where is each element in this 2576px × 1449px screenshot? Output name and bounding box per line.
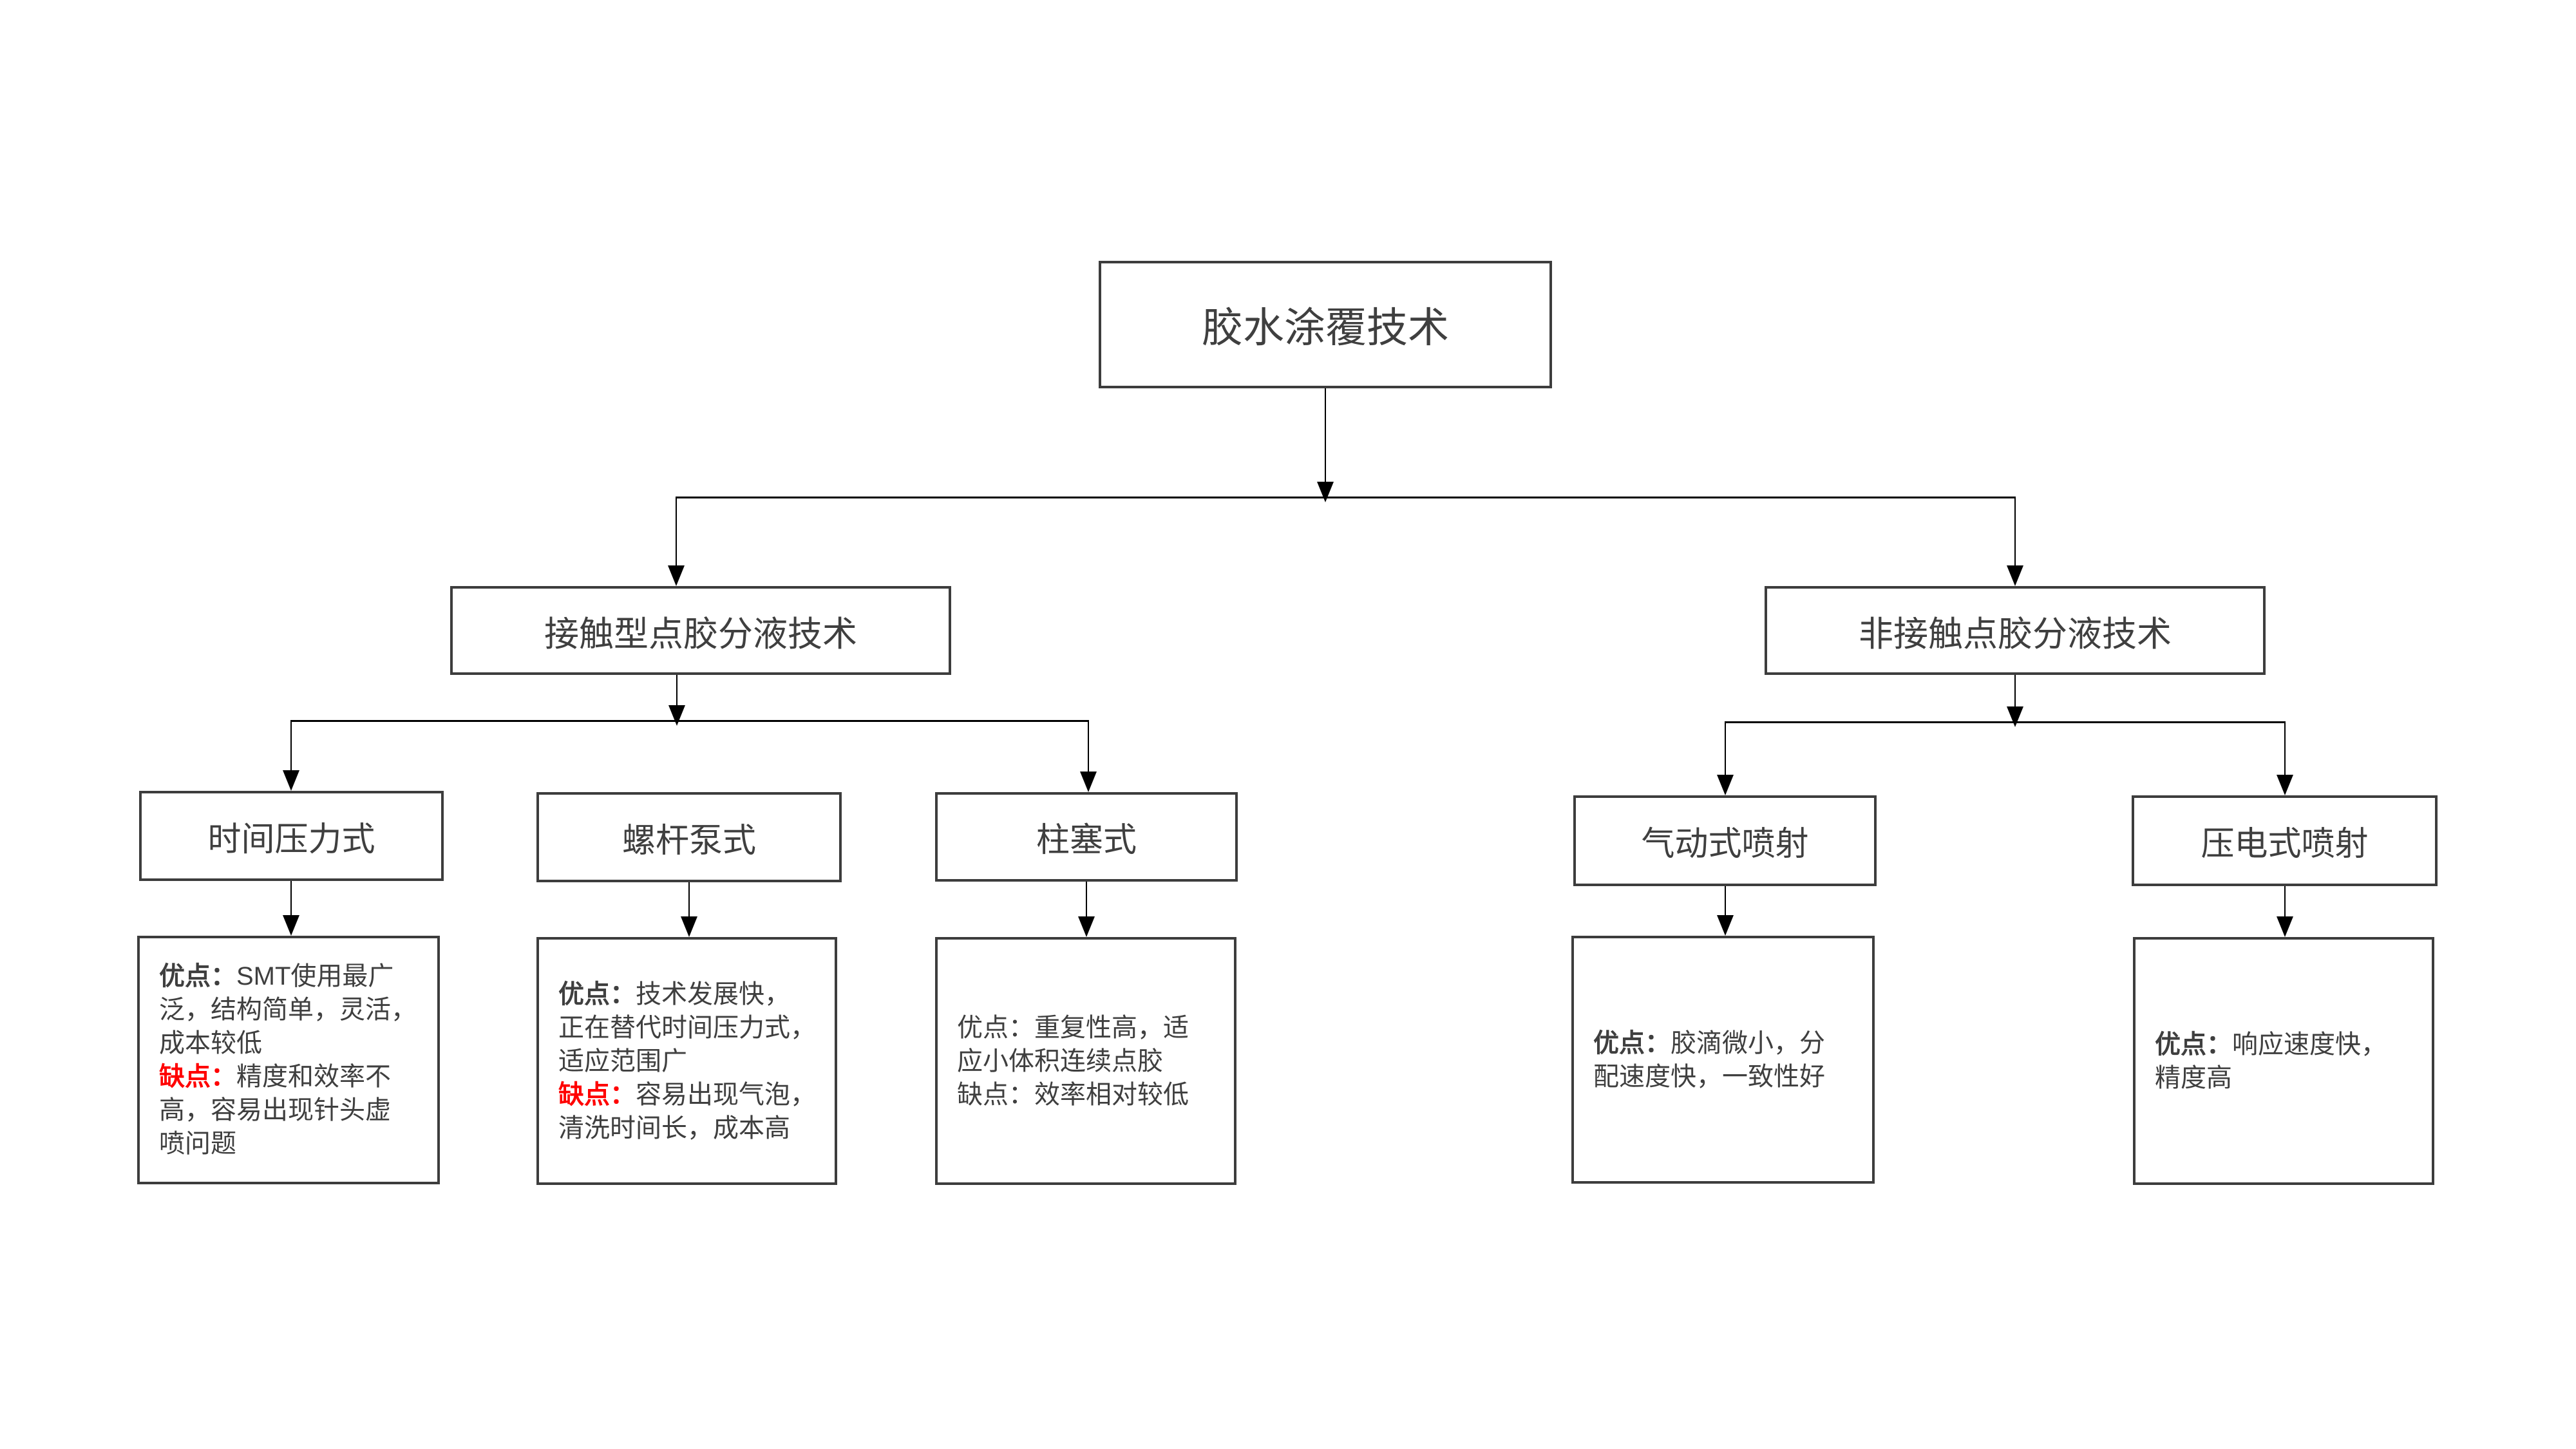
advantages-text: SMT使用最广 泛，结构简单，灵活， 成本较低 [159, 962, 417, 1057]
disadvantages-label: 缺点： [957, 1080, 1034, 1109]
connector-leaf1-drop [290, 720, 292, 773]
leaf-node-plunger: 柱塞式 [935, 792, 1238, 882]
desc-box-piezo-jet: 优点：响应速度快， 精度高 [2133, 937, 2434, 1185]
connector-desc2-drop [688, 882, 690, 918]
advantages-text: 胶滴微小，分 配速度快，一致性好 [1593, 1028, 1825, 1091]
root-node-label: 胶水涂覆技术 [1202, 305, 1449, 351]
advantages-paragraph: 优点：技术发展快， 正在替代时间压力式， 适应范围广 [558, 978, 826, 1078]
leaf-node-label: 压电式喷射 [2201, 826, 2369, 863]
desc-box-pneumatic-jet: 优点：胶滴微小，分 配速度快，一致性好 [1571, 936, 1875, 1184]
connector-desc5-drop [2284, 886, 2286, 918]
desc-box-time-pressure: 优点：SMT使用最广 泛，结构简单，灵活， 成本较低 缺点：精度和效率不 高，容… [137, 936, 440, 1184]
arrowhead-desc5 [2277, 916, 2293, 937]
advantages-label: 优点： [957, 1013, 1034, 1042]
advantages-paragraph: 优点：重复性高，适 应小体积连续点胶 [957, 1011, 1225, 1078]
connector-root-drop [1325, 388, 1326, 484]
connector-contact-drop [676, 675, 677, 715]
leaf-node-label: 气动式喷射 [1641, 826, 1809, 863]
arrowhead-root-to-split [1317, 482, 1334, 502]
arrowhead-leaf3 [1080, 772, 1097, 792]
advantages-label: 优点： [1593, 1028, 1671, 1057]
leaf-node-label: 时间压力式 [207, 820, 375, 858]
root-node-glue-coating: 胶水涂覆技术 [1099, 261, 1552, 388]
connector-noncontact-drop [2014, 675, 2016, 717]
leaf-node-pneumatic-jet: 气动式喷射 [1573, 795, 1877, 886]
disadvantages-text: 容易出现气泡， 清洗时间长，成本高 [558, 1080, 816, 1142]
leaf-node-label: 螺杆泵式 [621, 822, 756, 860]
disadvantages-text: 精度和效率不 高，容易出现针头虚 喷问题 [159, 1063, 391, 1158]
connector-leaf3-drop [1088, 720, 1089, 773]
arrowhead-desc4 [1717, 915, 1734, 936]
arrowhead-desc1 [283, 915, 299, 936]
advantages-paragraph: 优点：响应速度快， 精度高 [2155, 1028, 2423, 1095]
connector-desc1-drop [290, 881, 292, 916]
advantages-paragraph: 优点：胶滴微小，分 配速度快，一致性好 [1593, 1027, 1863, 1094]
advantages-text: 响应速度快， 精度高 [2155, 1030, 2387, 1092]
arrowhead-desc2 [681, 916, 697, 937]
arrowhead-branch-right [2007, 565, 2023, 586]
branch-node-noncontact-dispensing: 非接触点胶分液技术 [1765, 586, 2266, 675]
connector-leaf4-drop [1725, 721, 1726, 776]
disadvantages-paragraph: 缺点：效率相对较低 [957, 1078, 1225, 1112]
connector-level1-horizontal [676, 497, 2015, 498]
arrowhead-leaf1 [283, 770, 299, 791]
arrowhead-noncontact-split [2007, 706, 2023, 727]
connector-contact-horizontal [291, 720, 1088, 722]
desc-box-screw-pump: 优点：技术发展快， 正在替代时间压力式， 适应范围广 缺点：容易出现气泡， 清洗… [536, 937, 837, 1185]
advantages-text: 重复性高，适 应小体积连续点胶 [957, 1013, 1189, 1075]
arrowhead-leaf4 [1717, 775, 1734, 795]
advantages-paragraph: 优点：SMT使用最广 泛，结构简单，灵活， 成本较低 [159, 960, 428, 1060]
advantages-label: 优点： [159, 962, 236, 990]
arrowhead-contact-split [668, 705, 685, 726]
leaf-node-piezo-jet: 压电式喷射 [2132, 795, 2438, 886]
advantages-text: 技术发展快， 正在替代时间压力式， 适应范围广 [558, 980, 816, 1075]
leaf-node-label: 柱塞式 [1036, 822, 1137, 859]
leaf-node-time-pressure: 时间压力式 [139, 791, 444, 881]
connector-leaf5-drop [2284, 721, 2286, 776]
branch-node-label: 接触型点胶分液技术 [544, 614, 857, 654]
branch-node-label: 非接触点胶分液技术 [1859, 614, 2172, 654]
branch-node-contact-dispensing: 接触型点胶分液技术 [450, 586, 951, 675]
desc-box-plunger: 优点：重复性高，适 应小体积连续点胶 缺点：效率相对较低 [935, 937, 1236, 1185]
leaf-node-screw-pump: 螺杆泵式 [536, 792, 842, 882]
disadvantages-paragraph: 缺点：精度和效率不 高，容易出现针头虚 喷问题 [159, 1060, 428, 1160]
connector-desc3-drop [1086, 882, 1087, 918]
advantages-label: 优点： [2155, 1030, 2232, 1059]
arrowhead-desc3 [1078, 916, 1095, 937]
advantages-label: 优点： [558, 980, 636, 1009]
connector-branch-left-drop [676, 497, 677, 566]
connector-desc4-drop [1725, 886, 1726, 916]
disadvantages-text: 效率相对较低 [1034, 1080, 1189, 1109]
disadvantages-label: 缺点： [159, 1063, 236, 1091]
connector-branch-right-drop [2014, 497, 2016, 566]
arrowhead-branch-left [668, 565, 685, 586]
disadvantages-label: 缺点： [558, 1080, 636, 1109]
connector-noncontact-horizontal [1725, 721, 2285, 723]
arrowhead-leaf5 [2277, 775, 2293, 795]
disadvantages-paragraph: 缺点：容易出现气泡， 清洗时间长，成本高 [558, 1078, 826, 1145]
